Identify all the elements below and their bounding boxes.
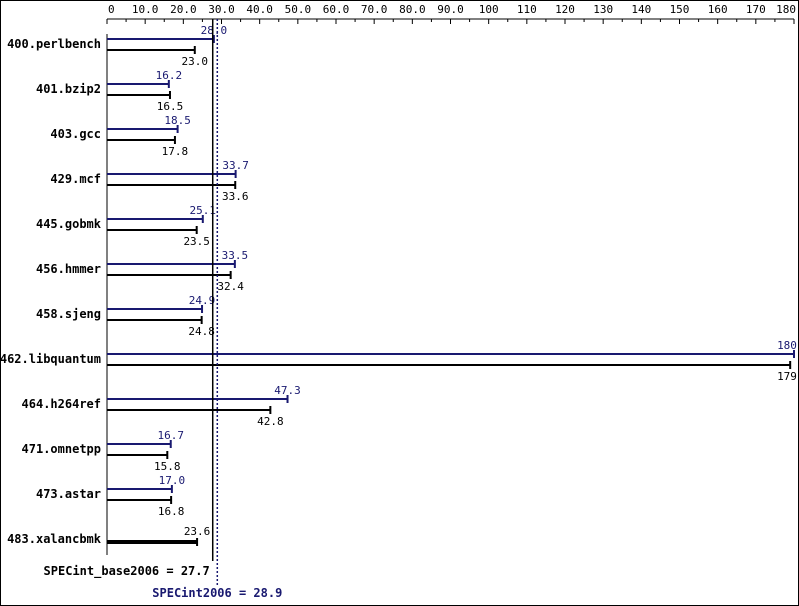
peak-value-label: 16.7 [157, 429, 184, 442]
x-tick-label: 70.0 [361, 3, 388, 16]
base-value-label: 179 [777, 370, 797, 383]
base-value-label: 23.6 [184, 525, 211, 538]
x-tick-label: 120 [555, 3, 575, 16]
category-label: 445.gobmk [36, 217, 102, 231]
category-label: 429.mcf [50, 172, 101, 186]
x-tick-label: 130 [593, 3, 613, 16]
x-tick-label: 170 [746, 3, 766, 16]
base-value-label: 32.4 [217, 280, 244, 293]
category-label: 483.xalancbmk [7, 532, 102, 546]
x-tick-label: 110 [517, 3, 537, 16]
peak-value-label: 18.5 [164, 114, 191, 127]
x-tick-label: 150 [670, 3, 690, 16]
x-axis: 0 10.0 20.0 30.0 40.0 50.0 60.0 70.0 80.0 90.0 100… [106, 3, 796, 555]
base-summary-label: SPECint_base2006 = 27.7 [44, 564, 210, 579]
category-label: 403.gcc [50, 127, 101, 141]
x-tick-label: 20.0 [170, 3, 197, 16]
peak-value-label: 47.3 [274, 384, 301, 397]
base-value-label: 16.5 [157, 100, 184, 113]
x-tick-label: 140 [631, 3, 651, 16]
peak-value-label: 33.5 [222, 249, 249, 262]
peak-value-label: 28.0 [201, 24, 228, 37]
x-tick-label: 100 [479, 3, 499, 16]
x-tick-label: 10.0 [132, 3, 159, 16]
category-label: 456.hmmer [36, 262, 101, 276]
x-tick-label: 0 [108, 3, 115, 16]
peak-value-label: 180 [777, 339, 797, 352]
x-tick-label: 40.0 [246, 3, 273, 16]
base-value-label: 42.8 [257, 415, 284, 428]
x-tick-label: 60.0 [323, 3, 350, 16]
x-tick-label: 30.0 [208, 3, 235, 16]
x-tick-label: 160 [708, 3, 728, 16]
peak-value-label: 16.2 [156, 69, 183, 82]
base-value-label: 23.5 [183, 235, 210, 248]
peak-value-label: 33.7 [222, 159, 249, 172]
base-value-label: 16.8 [158, 505, 185, 518]
peak-value-label: 24.9 [189, 294, 216, 307]
x-tick-label: 50.0 [285, 3, 312, 16]
base-value-label: 15.8 [154, 460, 181, 473]
peak-summary-label: SPECint2006 = 28.9 [152, 586, 282, 600]
base-value-label: 17.8 [162, 145, 189, 158]
base-value-label: 23.0 [182, 55, 209, 68]
category-label: 462.libquantum [1, 352, 101, 366]
bars: 400.perlbench 28.0 23.0 401.bzip2 16.2 16.5 40… [1, 24, 797, 546]
x-tick-label: 90.0 [437, 3, 464, 16]
x-tick-label: 180 [776, 3, 796, 16]
category-label: 473.astar [36, 487, 101, 501]
x-tick-label: 80.0 [399, 3, 426, 16]
base-value-label: 33.6 [222, 190, 249, 203]
category-label: 471.omnetpp [22, 442, 101, 456]
category-label: 464.h264ref [22, 397, 101, 411]
base-value-label: 24.8 [188, 325, 215, 338]
category-label: 458.sjeng [36, 307, 101, 321]
peak-value-label: 25.1 [190, 204, 217, 217]
category-label: 400.perlbench [7, 37, 101, 51]
category-label: 401.bzip2 [36, 82, 101, 96]
peak-value-label: 17.0 [159, 474, 186, 487]
